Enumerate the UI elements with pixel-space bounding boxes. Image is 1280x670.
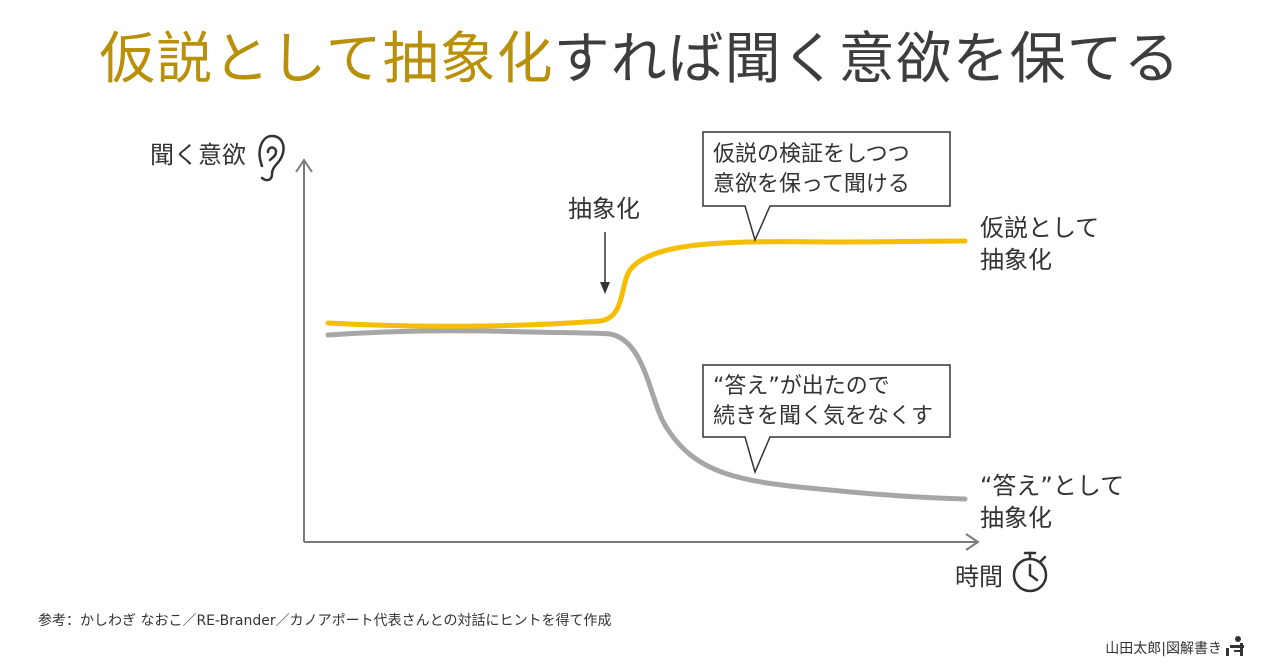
curve-label-answer-line2: 抽象化 (980, 504, 1052, 532)
author-credit: 山田太郎|図解書き (1105, 641, 1222, 657)
person-drawing-icon (1226, 636, 1244, 656)
y-axis-arrowhead (295, 158, 313, 173)
title-highlight: 仮説として抽象化 (99, 27, 554, 92)
speech-bubble-answer (702, 364, 951, 475)
curve-label-answer-line1: “答え”として (980, 472, 1125, 500)
curve-label-hypothesis-line2: 抽象化 (980, 246, 1052, 274)
bubble-answer-line2: 続きを聞く気をなくす (713, 404, 934, 429)
bubble-answer-line1: “答え”が出たので (713, 374, 890, 399)
abstraction-label: 抽象化 (568, 195, 640, 223)
bubble-hypothesis-text: 仮説の検証をしつつ 意欲を保って聞ける (713, 140, 910, 200)
abstraction-arrowhead (600, 282, 610, 294)
reference-note: 参考：かしわぎ なおこ／RE-Brander／カノアポート代表さんとの対話にヒン… (38, 613, 612, 629)
y-axis-label: 聞く意欲 (150, 141, 246, 169)
x-axis-label: 時間 (955, 563, 1003, 591)
curve-label-hypothesis: 仮説として 抽象化 (980, 212, 1099, 276)
ear-icon (258, 134, 285, 182)
bubble-hypothesis-line1: 仮説の検証をしつつ (713, 142, 910, 167)
stopwatch-icon (1012, 551, 1048, 593)
bubble-hypothesis-line2: 意欲を保って聞ける (713, 172, 910, 197)
speech-bubble-hypothesis (702, 131, 951, 243)
title-rest: すれば聞く意欲を保てる (553, 27, 1181, 92)
curve-label-answer: “答え”として 抽象化 (980, 470, 1124, 534)
curve-answer (325, 328, 968, 502)
x-axis-arrowhead (965, 533, 980, 551)
curve-label-hypothesis-line1: 仮説として (980, 214, 1100, 242)
curve-hypothesis (325, 238, 968, 329)
page-title: 仮説として抽象化すれば聞く意欲を保てる (0, 20, 1280, 100)
bubble-answer-text: “答え”が出たので 続きを聞く気をなくす (713, 372, 933, 432)
